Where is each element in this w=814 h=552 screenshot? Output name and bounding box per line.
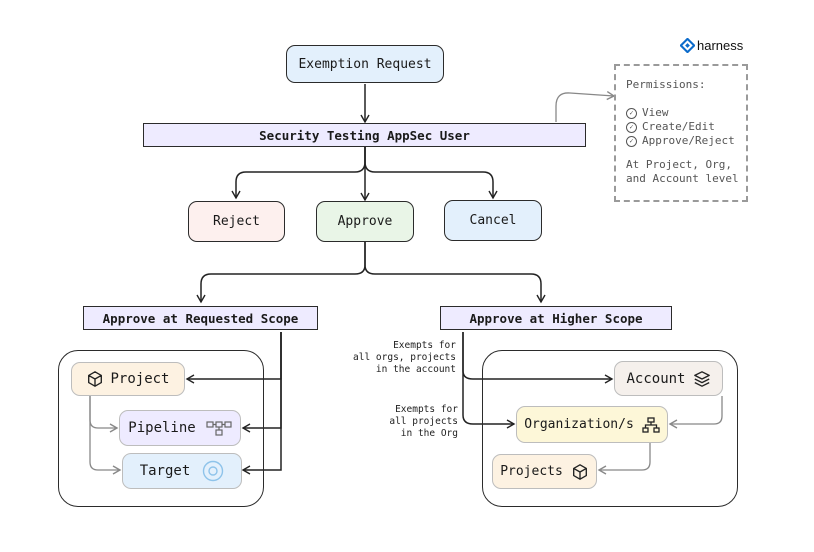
approve-node[interactable]: Approve bbox=[316, 201, 414, 242]
projects-node[interactable]: Projects bbox=[492, 454, 597, 489]
harness-logo-icon bbox=[680, 38, 695, 53]
harness-logo: harness bbox=[680, 38, 743, 53]
check-icon: ✓ bbox=[626, 135, 637, 147]
permission-approve-reject: ✓ Approve/Reject bbox=[626, 134, 746, 148]
arrow-account-to-org bbox=[668, 396, 723, 429]
org-note-line-3: in the Org bbox=[400, 428, 458, 439]
check-icon: ✓ bbox=[626, 121, 637, 133]
requested-scope-node[interactable]: Approve at Requested Scope bbox=[83, 306, 318, 330]
permission-approve-reject-label: Approve/Reject bbox=[642, 134, 735, 147]
higher-scope-node[interactable]: Approve at Higher Scope bbox=[440, 306, 672, 330]
target-node[interactable]: Target bbox=[122, 453, 242, 489]
org-note: Exempts for all projects in the Org bbox=[340, 404, 458, 440]
exemption-request-node[interactable]: Exemption Request bbox=[286, 45, 444, 83]
requested-scope-label: Approve at Requested Scope bbox=[102, 310, 299, 326]
permission-create-edit-label: Create/Edit bbox=[642, 120, 715, 133]
appsec-user-node[interactable]: Security Testing AppSec User bbox=[143, 123, 586, 147]
arrow-user-to-permissions bbox=[555, 90, 616, 122]
arrow-user-to-reject bbox=[231, 146, 366, 200]
arrow-requested-to-target bbox=[241, 332, 282, 475]
arrow-user-to-cancel bbox=[364, 146, 498, 200]
org-note-line-1: Exempts for bbox=[395, 404, 458, 415]
layers-icon bbox=[693, 370, 710, 387]
pipeline-icon bbox=[206, 421, 232, 436]
arrow-project-to-target bbox=[89, 396, 122, 475]
permission-view-label: View bbox=[642, 106, 669, 119]
target-label: Target bbox=[139, 463, 191, 479]
permission-view: ✓ View bbox=[626, 106, 746, 120]
arrow-approve-to-higher bbox=[364, 242, 546, 304]
approve-label: Approve bbox=[337, 214, 393, 229]
organization-node[interactable]: Organization/s bbox=[516, 406, 668, 443]
account-note-line-3: in the account bbox=[375, 364, 456, 375]
account-node[interactable]: Account bbox=[614, 361, 723, 396]
permissions-scope-line-1: At Project, Org, bbox=[626, 158, 732, 171]
cancel-label: Cancel bbox=[469, 213, 517, 228]
org-note-line-2: all projects bbox=[389, 416, 458, 427]
project-node[interactable]: Project bbox=[71, 362, 185, 396]
project-label: Project bbox=[110, 371, 170, 387]
cube-icon bbox=[572, 463, 587, 480]
permissions-panel: Permissions: ✓ View ✓ Create/Edit ✓ Appr… bbox=[614, 64, 748, 202]
account-note-line-2: all orgs, projects bbox=[353, 352, 456, 363]
pipeline-node[interactable]: Pipeline bbox=[119, 410, 241, 446]
permissions-scope-line-2: and Account level bbox=[626, 172, 739, 185]
account-note: Exempts for all orgs, projects in the ac… bbox=[340, 340, 456, 376]
hierarchy-icon bbox=[642, 416, 660, 433]
brand-name: harness bbox=[697, 38, 744, 53]
target-icon bbox=[203, 460, 224, 482]
organization-label: Organization/s bbox=[524, 417, 634, 432]
arrow-org-to-projects bbox=[597, 443, 651, 475]
requested-scope-group bbox=[58, 350, 264, 507]
reject-node[interactable]: Reject bbox=[188, 201, 285, 242]
check-icon: ✓ bbox=[626, 107, 637, 119]
pipeline-label: Pipeline bbox=[128, 420, 196, 436]
higher-scope-label: Approve at Higher Scope bbox=[469, 310, 643, 326]
cube-icon bbox=[88, 371, 103, 387]
account-note-line-1: Exempts for bbox=[393, 340, 456, 351]
permissions-title: Permissions: bbox=[626, 78, 706, 91]
higher-scope-group bbox=[482, 350, 738, 507]
cancel-node[interactable]: Cancel bbox=[444, 200, 542, 241]
arrow-higher-to-org bbox=[462, 332, 516, 429]
arrow-approve-to-requested bbox=[196, 242, 366, 304]
appsec-user-label: Security Testing AppSec User bbox=[259, 127, 470, 143]
account-label: Account bbox=[626, 370, 686, 387]
projects-label: Projects bbox=[500, 464, 563, 479]
exemption-request-label: Exemption Request bbox=[298, 56, 432, 72]
permission-create-edit: ✓ Create/Edit bbox=[626, 120, 746, 134]
reject-label: Reject bbox=[213, 214, 260, 229]
